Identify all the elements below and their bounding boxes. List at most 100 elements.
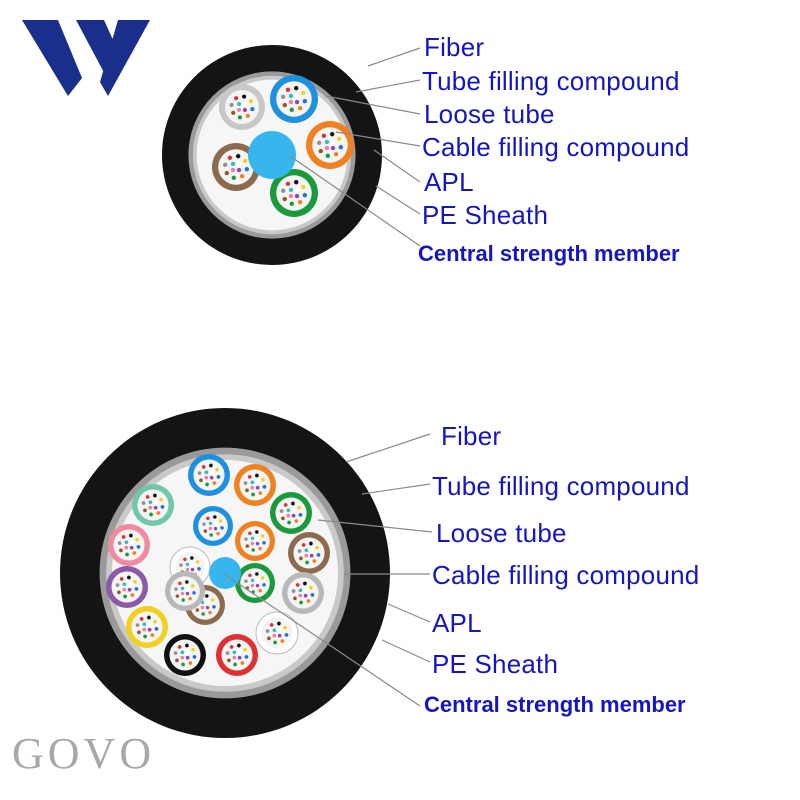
fiber bbox=[280, 638, 285, 644]
fiber bbox=[280, 516, 286, 521]
fiber bbox=[230, 167, 236, 173]
fiber bbox=[261, 582, 267, 588]
fiber bbox=[237, 655, 242, 661]
fiber bbox=[294, 518, 299, 524]
fiber bbox=[277, 633, 282, 639]
fiber bbox=[296, 505, 302, 510]
fiber bbox=[208, 521, 213, 526]
fiber bbox=[208, 532, 214, 538]
loose-tube bbox=[108, 524, 150, 566]
fiber bbox=[233, 95, 239, 101]
fiber bbox=[213, 526, 218, 531]
fiber bbox=[247, 531, 253, 536]
fiber bbox=[198, 478, 204, 483]
loose-tube bbox=[270, 75, 318, 123]
logo-w-gap bbox=[58, 20, 92, 74]
fiber bbox=[190, 562, 195, 567]
fiber bbox=[298, 600, 304, 605]
fiber bbox=[185, 655, 190, 661]
fiber bbox=[242, 107, 248, 113]
leader-line bbox=[381, 639, 431, 663]
fiber bbox=[266, 636, 272, 641]
fiber bbox=[324, 145, 330, 151]
fiber bbox=[230, 110, 236, 116]
leader-line bbox=[355, 79, 421, 93]
fiber bbox=[243, 480, 248, 486]
fiber bbox=[196, 566, 202, 572]
fiber bbox=[310, 592, 315, 598]
fiber bbox=[285, 513, 291, 518]
fiber bbox=[321, 133, 327, 139]
fiber bbox=[298, 556, 304, 561]
fiber bbox=[286, 520, 292, 525]
fiber bbox=[329, 131, 335, 137]
fiber bbox=[247, 573, 253, 578]
fiber bbox=[212, 514, 218, 520]
fiber bbox=[285, 87, 291, 93]
fiber bbox=[237, 650, 243, 655]
fiber bbox=[204, 469, 209, 475]
govo-watermark: GOVO bbox=[12, 729, 156, 778]
fiber bbox=[288, 193, 294, 199]
fiber bbox=[239, 173, 245, 179]
fiber bbox=[180, 649, 185, 655]
fiber bbox=[147, 627, 152, 633]
fiber bbox=[277, 628, 283, 633]
fiber bbox=[309, 548, 315, 553]
fiber bbox=[276, 621, 282, 626]
fiber bbox=[303, 593, 308, 599]
fiber bbox=[148, 512, 154, 517]
fiber bbox=[303, 588, 309, 593]
tube-filling-compound bbox=[275, 497, 307, 529]
fiber bbox=[209, 470, 215, 475]
fiber bbox=[116, 590, 122, 595]
tube-filling-compound bbox=[218, 149, 254, 185]
fiber bbox=[257, 546, 263, 551]
logo-w-stroke bbox=[100, 20, 150, 96]
fiber bbox=[219, 525, 225, 531]
fiber bbox=[184, 579, 190, 585]
fiber bbox=[255, 583, 260, 588]
fiber bbox=[254, 571, 260, 577]
fiber bbox=[297, 548, 302, 554]
fiber bbox=[297, 105, 303, 111]
tube-filling-compound bbox=[169, 639, 201, 671]
fiber bbox=[272, 640, 278, 645]
fiber bbox=[152, 619, 158, 624]
fiber bbox=[301, 542, 306, 548]
fiber bbox=[154, 626, 159, 632]
fiber bbox=[132, 579, 138, 584]
fiber bbox=[330, 145, 336, 151]
tube-filling-compound bbox=[111, 571, 143, 603]
fiber bbox=[207, 610, 213, 615]
loose-tube bbox=[106, 566, 148, 608]
fiber bbox=[236, 107, 242, 113]
tube-filling-compound bbox=[170, 576, 200, 606]
tube-filling-compound bbox=[131, 611, 163, 643]
fiber bbox=[195, 607, 200, 613]
fiber bbox=[302, 98, 308, 104]
fiber bbox=[308, 585, 314, 590]
fiber bbox=[304, 547, 309, 553]
loose-tube bbox=[188, 454, 230, 496]
fiber bbox=[214, 467, 220, 472]
fiber bbox=[336, 136, 342, 142]
fiber bbox=[200, 611, 206, 617]
leader-line bbox=[325, 95, 421, 115]
fiber bbox=[282, 625, 288, 630]
brand-w-logo bbox=[22, 20, 150, 96]
fiber bbox=[237, 114, 243, 120]
loose-tube bbox=[165, 571, 205, 611]
leader-line bbox=[223, 573, 421, 707]
fiber bbox=[250, 578, 255, 583]
fiber bbox=[254, 529, 260, 535]
fiber bbox=[175, 593, 180, 599]
fiber bbox=[139, 616, 144, 622]
logo-w-stroke bbox=[22, 20, 82, 96]
fiber bbox=[117, 540, 122, 546]
fiber bbox=[147, 505, 153, 510]
fiber bbox=[127, 582, 133, 587]
fiber bbox=[294, 187, 300, 193]
fiber bbox=[229, 644, 234, 650]
